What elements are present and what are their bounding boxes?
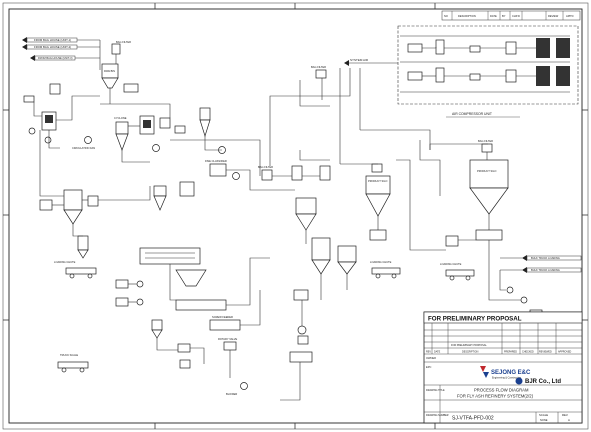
rev-table-col-date: DATE [434,351,441,354]
sejong-logo-mark-icon [480,366,486,372]
loading-area: LOADING CHUTE LOADING CHUTE LOADING CHUT… [54,235,475,281]
rev-table-col-approved: APPROVED [558,351,572,354]
title-block: FOR PRELIMINARY PROPOSAL FOR PRELIMINARY… [423,311,583,424]
screen-separator: SCREW FEEDER ROTARY VALVE BLOWER [139,247,270,396]
raw-bin-label: RAW BIN [104,69,115,73]
truck-scale-label: TRUCK SCALE [60,353,78,357]
fine-classifier-label: FINE CLASSIFIER [205,159,227,163]
bulk-truck-label-2: BULK TRUCK LOADING [531,268,560,272]
circulation-fan-label: CIRCULATION FAN [72,146,95,150]
air-compressor-unit: AIR COMPRESSOR UNIT [397,25,579,118]
rev-col-review: REVIEW [548,14,559,18]
rev-table-col-description: DESCRIPTION [462,351,479,354]
rev-col-date: DATE [490,14,497,18]
loading-chute-label-1: LOADING CHUTE [54,260,76,264]
rotary-valve-label: ROTARY VALVE [218,337,237,341]
rev-col-by: BY [502,14,506,18]
rev-col-no: NO [444,14,448,18]
circulation-fan-left-icon [84,136,92,144]
truck-icon-left [57,361,89,369]
rev-col-description: DESCRIPTION [458,14,476,18]
border-tick-marks [3,3,588,429]
drawing-title-label: DRAWING TITLE [426,389,445,392]
revision-header: NO DESCRIPTION DATE BY CHK'D REVIEW APP'… [441,10,581,21]
rev-table-col-reviewed: REVIEWED [539,351,552,354]
proposal-banner: FOR PRELIMINARY PROPOSAL [428,316,522,323]
system-air-arrow-icon [344,60,349,66]
inlet-arrow-2-icon [22,44,27,50]
product-silo-mid-icon [311,237,331,261]
inlet-arrow-3-icon [30,55,35,61]
sejong-logo: SEJONG E&C Engineering & Construction [480,366,531,380]
rev-table-col-prepared: PREPARED [504,351,517,354]
product-silo-label-1: PRODUCT SILO [368,179,387,183]
rev-table-col-rev: REV [426,351,431,354]
raw-bin-area: BAG FILTER RAW BIN [101,40,139,104]
inlet-label-3: FROM BAG HOUSE (UNIT-3) [38,56,73,60]
bjr-logo: BJR Co., Ltd [515,377,561,385]
bulk-truck-label-1: BULK TRUCK LOADING [531,256,560,260]
inner-border [8,8,583,424]
right-connecting-lines [299,140,446,251]
bag-filter-top-icon [111,43,121,55]
cyclone-icon [115,133,129,151]
blower-center-icon [240,382,248,390]
mill-group-left: CIRCULATION FAN [23,83,100,150]
feed-lines-top: BAG FILTER [269,65,361,166]
drawing-number: SJ-VTFA-PFD-002 [452,416,494,422]
inlet-label-2: FROM BAG HOUSE (UNIT-2) [34,45,71,49]
rev-value: A [568,418,570,422]
rev-col-chkd: CHK'D [512,14,520,18]
loading-chute-label-2: LOADING CHUTE [370,260,392,264]
bag-filter-label-2: BAG FILTER [258,165,273,169]
company2-name: BJR Co., Ltd [525,379,561,385]
rev-table-col-checked: CHECKED [522,351,534,354]
screw-feeder-label: SCREW FEEDER [212,315,233,319]
drawing-title-line-1: PROCESS FLOW DIAGRAM [474,388,529,393]
loading-chute-label-3: LOADING CHUTE [440,262,462,266]
product-silo-middle [280,237,357,401]
drawing-title-line-2: FOR FLY ASH REFINERY SYSTEM(2/2) [457,394,534,399]
bag-filter-left-lower [39,130,151,237]
rev-label: REV. [562,413,568,417]
bag-filter-label-3: BAG FILTER [311,65,326,69]
product-silo-right: PRODUCT SILO BAG FILTER [429,139,509,247]
product-silo-right-icon [469,159,509,189]
bag-filter-right-area: BAG FILTER [258,165,331,244]
cyclone-label: CYCLONE [114,116,127,120]
system-air-label: SYSTEM AIR [350,58,369,62]
bag-filter-label-top: BAG FILTER [116,40,131,44]
system-air-line: SYSTEM AIR [344,58,398,66]
circulation-fan-center-icon [232,172,240,180]
scale-label: SCALE [539,413,548,417]
blower-label: BLOWER [226,392,237,396]
rev-col-appd: APP'D [566,14,574,18]
company1-subtitle: Engineering & Construction [492,377,522,380]
inlet-label-1: FROM BAG HOUSE (UNIT-1) [34,38,71,42]
owner-label: OWNER [426,356,436,360]
epc-label: EPC [426,365,431,369]
bag-filter-label-4: BAG FILTER [478,139,493,143]
scale-value: NONE [540,418,548,422]
rev-row-description: FOR PRELIMINARY PROPOSAL [451,344,487,347]
company1-name: SEJONG E&C [491,370,531,376]
bjr-logo-mark-icon [515,377,523,385]
cyclone-center: CYCLONE [100,103,186,163]
classifier-area: FINE CLASSIFIER [153,107,295,211]
silo-center-right: PRODUCT SILO [340,129,431,241]
drawing-number-label: DRAWING NUMBER [426,414,449,417]
air-compressor-unit-label: AIR COMPRESSOR UNIT [452,112,492,116]
inlet-arrow-1-icon [22,37,27,43]
product-silo-label-2: PRODUCT SILO [477,169,496,173]
left-lower-equipment: TRUCK SCALE [57,279,205,373]
feeder-top-icon [123,83,139,93]
inlet-lines: FROM BAG HOUSE (UNIT-1) FROM BAG HOUSE (… [22,37,101,70]
